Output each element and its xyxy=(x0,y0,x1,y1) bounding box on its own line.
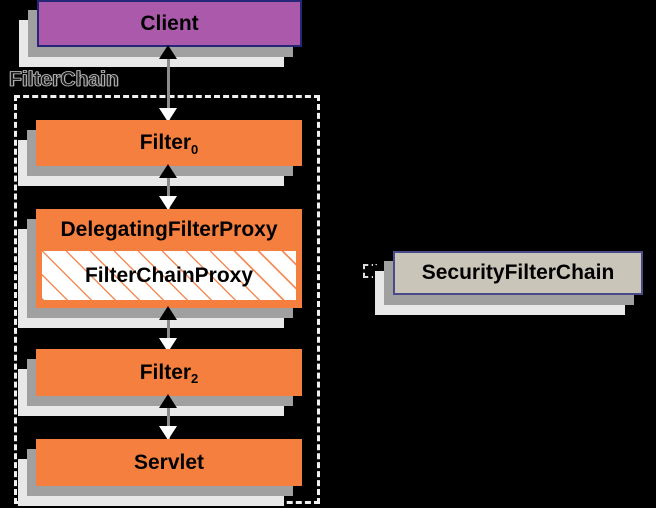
arrowhead-up-solid xyxy=(159,164,177,178)
filter0-face: Filter0 xyxy=(36,120,302,166)
arrowhead-down-hollow xyxy=(159,338,177,352)
client-label: Client xyxy=(140,11,199,35)
node-security-filter-chain[interactable]: SecurityFilterChain xyxy=(375,251,643,315)
node-filter0[interactable]: Filter0 xyxy=(18,120,302,186)
security-filter-chain-label: SecurityFilterChain xyxy=(421,261,615,285)
filter2-subscript: 2 xyxy=(191,371,199,387)
servlet-label: Servlet xyxy=(133,450,205,474)
filter2-label: Filter2 xyxy=(139,360,199,387)
arrowhead-up-solid xyxy=(159,306,177,320)
connector-line xyxy=(167,171,170,211)
arrowhead-down-hollow xyxy=(159,426,177,440)
connector-line xyxy=(167,52,170,122)
node-filter-chain-proxy[interactable]: FilterChainProxy xyxy=(41,250,297,301)
filter0-label: Filter0 xyxy=(139,131,199,157)
arrowhead-down-hollow xyxy=(159,108,177,122)
arrowhead-up-solid xyxy=(159,394,177,408)
node-servlet[interactable]: Servlet xyxy=(18,439,302,506)
dfp-label: DelegatingFilterProxy xyxy=(60,218,278,241)
connector-line xyxy=(167,313,170,353)
filter-chain-proxy-label: FilterChainProxy xyxy=(84,263,254,287)
arrowhead-down-hollow xyxy=(159,196,177,210)
dfp-face: DelegatingFilterProxy FilterChainProxy xyxy=(36,209,302,308)
node-client[interactable]: Client xyxy=(19,0,302,67)
node-delegating-filter-proxy[interactable]: DelegatingFilterProxy FilterChainProxy xyxy=(18,209,302,328)
filter2-face: Filter2 xyxy=(36,349,302,396)
node-filter2[interactable]: Filter2 xyxy=(18,349,302,416)
filter0-subscript: 0 xyxy=(191,141,199,157)
connector-line xyxy=(167,401,170,441)
filterchain-container-label: FilterChain xyxy=(9,68,119,92)
sfc-face: SecurityFilterChain xyxy=(393,251,643,295)
client-face: Client xyxy=(37,0,302,47)
servlet-face: Servlet xyxy=(36,439,302,486)
arrowhead-up-solid xyxy=(159,45,177,59)
